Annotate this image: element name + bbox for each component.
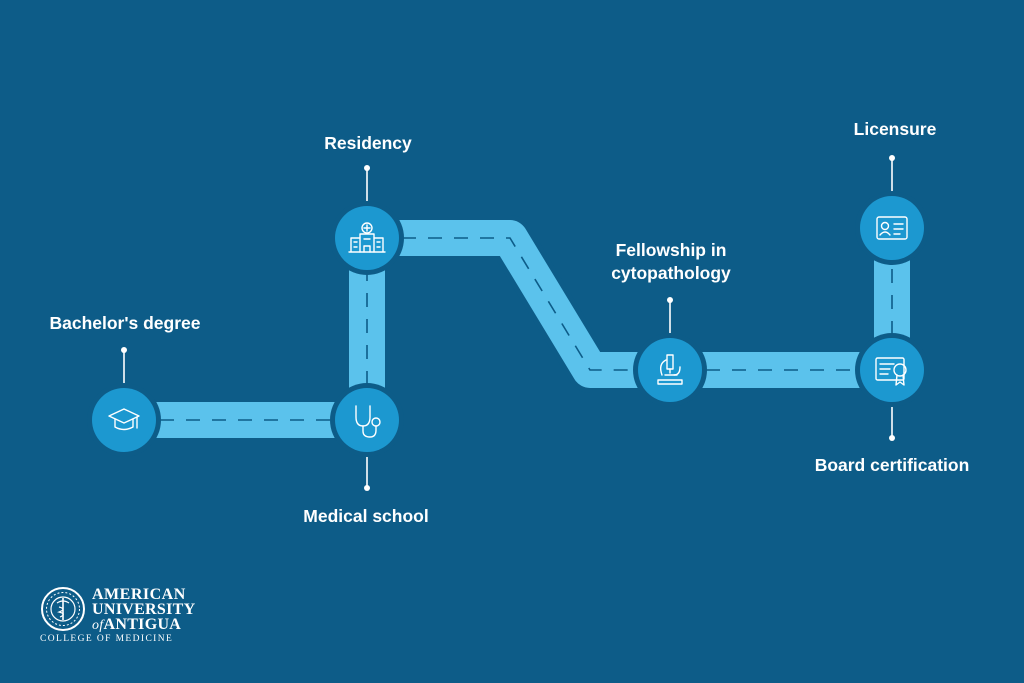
step-node-medical-school bbox=[330, 383, 404, 457]
logo-line-college: COLLEGE OF MEDICINE bbox=[40, 634, 174, 644]
step-node-licensure bbox=[855, 191, 929, 265]
step-node-board-certification bbox=[855, 333, 929, 407]
step-node-fellowship bbox=[633, 333, 707, 407]
university-logo: AMERICAN UNIVERSITY ofANTIGUA COLLEGE OF… bbox=[40, 586, 215, 648]
step-node-residency bbox=[330, 201, 404, 275]
graduation-cap-icon bbox=[108, 408, 140, 431]
certificate-icon bbox=[875, 357, 907, 386]
id-card-icon bbox=[876, 216, 908, 240]
microscope-icon bbox=[657, 354, 683, 385]
road-segment-residency-to-fellowship bbox=[344, 215, 693, 393]
step-label-board-certification: Board certification bbox=[814, 455, 970, 475]
hospital-icon bbox=[348, 222, 386, 253]
logo-line-of: of bbox=[92, 618, 104, 633]
step-label-residency: Residency bbox=[324, 133, 412, 153]
logo-line-antigua-text: ANTIGUA bbox=[103, 616, 182, 633]
university-seal-icon bbox=[41, 587, 85, 631]
logo-line-antigua: ofANTIGUA bbox=[92, 616, 181, 634]
step-label-fellowship: Fellowship in cytopathology bbox=[611, 240, 731, 283]
step-node-bachelor bbox=[87, 383, 161, 457]
step-label-bachelor: Bachelor's degree bbox=[49, 313, 201, 333]
step-label-licensure: Licensure bbox=[853, 119, 937, 139]
step-label-medical-school: Medical school bbox=[303, 506, 429, 526]
logo-line-university: UNIVERSITY bbox=[92, 601, 196, 618]
logo-line-american: AMERICAN bbox=[92, 586, 186, 603]
stethoscope-icon bbox=[355, 405, 381, 438]
